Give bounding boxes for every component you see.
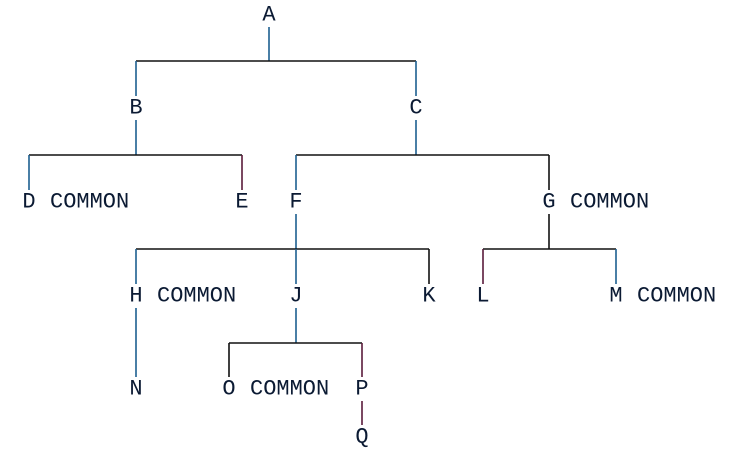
node-m: M: [609, 284, 622, 309]
node-e: E: [235, 190, 248, 215]
node-f: F: [289, 190, 302, 215]
node-d-note: COMMON: [50, 190, 129, 215]
node-n: N: [129, 377, 142, 402]
node-a: A: [262, 3, 276, 28]
node-b: B: [129, 96, 142, 121]
node-o: O: [222, 377, 235, 402]
node-m-note: COMMON: [637, 284, 716, 309]
node-h-note: COMMON: [157, 284, 236, 309]
nodes: A B C D COMMON E F G COMMON H COMMON J K…: [22, 3, 716, 450]
node-g: G: [542, 190, 555, 215]
node-h: H: [129, 284, 142, 309]
node-d: D: [22, 190, 35, 215]
node-g-note: COMMON: [570, 190, 649, 215]
node-o-note: COMMON: [250, 377, 329, 402]
node-k: K: [422, 284, 436, 309]
node-l: L: [476, 284, 489, 309]
node-q: Q: [355, 425, 368, 450]
node-j: J: [289, 284, 302, 309]
node-c: C: [409, 96, 422, 121]
node-p: P: [355, 377, 368, 402]
edges: [28, 27, 617, 425]
